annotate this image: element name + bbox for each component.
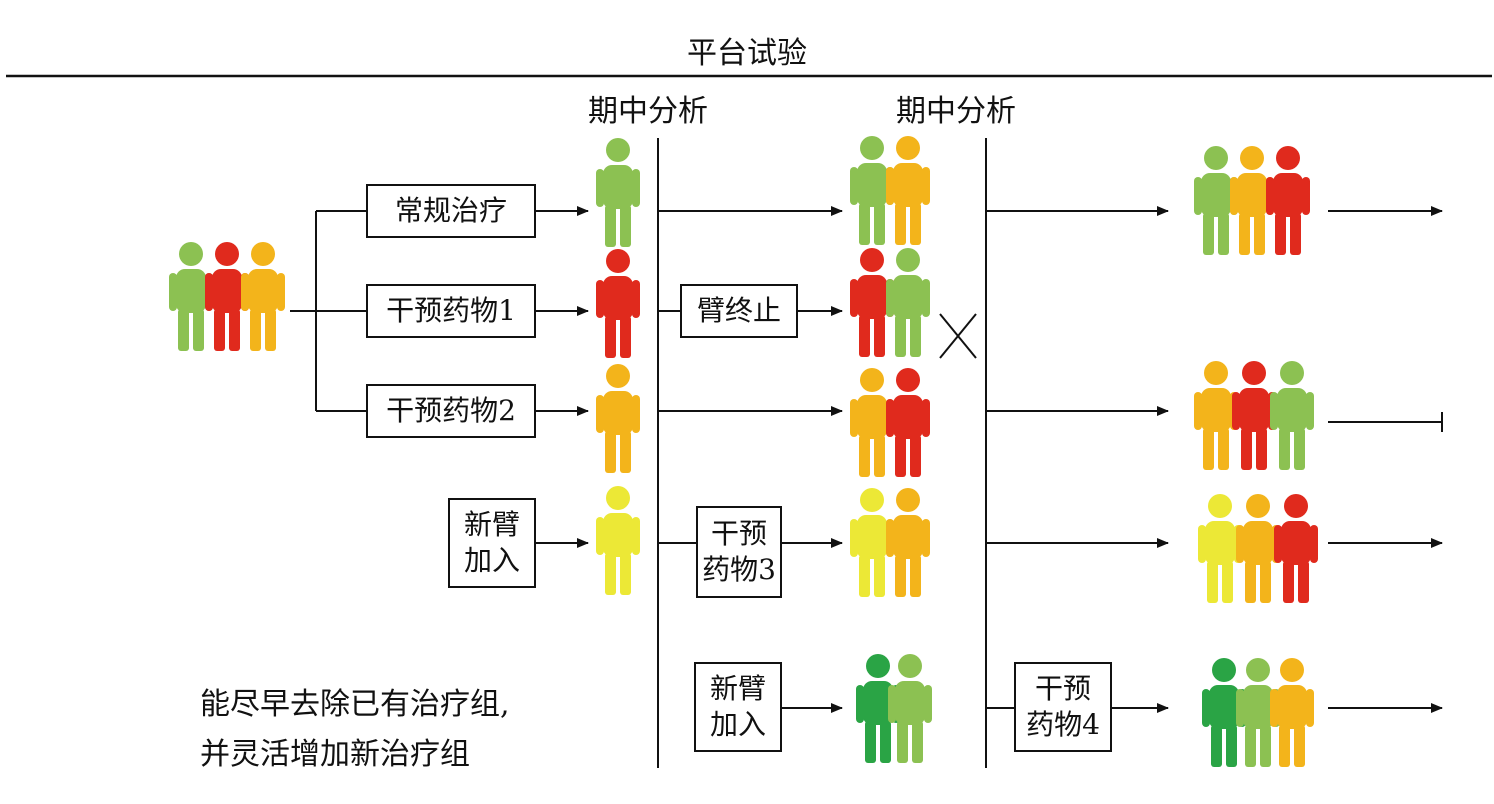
- box-drug4-line2: 药物4: [1026, 708, 1100, 741]
- person-icon: [1232, 361, 1276, 470]
- box-new-arm-b-line2: 加入: [709, 708, 766, 741]
- box-new-arm-a-line1: 新臂: [463, 508, 520, 541]
- summary-note: 能尽早去除已有治疗组, 并灵活增加新治疗组: [200, 680, 510, 780]
- person-icon: [886, 136, 930, 245]
- box-new-arm-b-line1: 新臂: [709, 672, 766, 705]
- person-group-arm2-stage1: [596, 249, 640, 358]
- person-icon: [1194, 146, 1238, 255]
- person-icon: [886, 368, 930, 477]
- person-group-arm1-stage3: [1194, 146, 1310, 255]
- box-drug3: 干预 药物3: [696, 506, 782, 598]
- randomization-branch: [290, 210, 366, 412]
- person-icon: [1270, 658, 1314, 767]
- person-group-arm2-stage2: [850, 248, 930, 357]
- person-icon: [596, 486, 640, 595]
- box-drug1: 干预药物1: [366, 284, 536, 338]
- person-icon: [1194, 361, 1238, 470]
- person-group-arm5-stage2: [856, 654, 932, 763]
- person-icon: [596, 364, 640, 473]
- person-group-arm4-stage1: [596, 486, 640, 595]
- person-group-arm5-stage3: [1202, 658, 1314, 767]
- person-icon: [169, 242, 213, 351]
- person-icon: [596, 138, 640, 247]
- person-icon: [886, 248, 930, 357]
- person-icon: [1270, 361, 1314, 470]
- person-icon: [241, 242, 285, 351]
- box-arm-stop: 臂终止: [680, 284, 798, 338]
- person-icon: [1236, 494, 1280, 603]
- person-icon: [888, 654, 932, 763]
- person-group-start-group: [169, 242, 285, 351]
- person-icon: [886, 488, 930, 597]
- flow-arrows: [536, 206, 1443, 713]
- summary-note-line2: 并灵活增加新治疗组: [200, 737, 470, 772]
- box-drug4: 干预 药物4: [1014, 662, 1112, 752]
- person-icon: [850, 136, 894, 245]
- person-icon: [850, 488, 894, 597]
- box-drug4-line1: 干预: [1034, 672, 1091, 705]
- person-group-arm3-stage1: [596, 364, 640, 473]
- summary-note-line1: 能尽早去除已有治疗组,: [200, 687, 510, 722]
- person-group-arm4-stage3: [1198, 494, 1318, 603]
- box-drug3-line2: 药物3: [702, 553, 776, 586]
- person-group-arm1-stage2: [850, 136, 930, 245]
- arm-termination-x-icon: [939, 313, 977, 359]
- person-icon: [1274, 494, 1318, 603]
- people-figures: [169, 136, 1318, 767]
- person-group-arm1-stage1: [596, 138, 640, 247]
- box-standard-care: 常规治疗: [366, 184, 536, 238]
- person-group-arm4-stage2: [850, 488, 930, 597]
- interim-analysis-label-2: 期中分析: [896, 94, 1016, 129]
- person-group-arm3-stage3: [1194, 361, 1314, 470]
- box-new-arm-a-line2: 加入: [463, 544, 520, 577]
- box-drug3-line1: 干预: [710, 517, 767, 550]
- interim-analysis-label-1: 期中分析: [588, 94, 708, 129]
- diagram-title: 平台试验: [687, 36, 807, 71]
- box-new-arm-a: 新臂 加入: [448, 498, 536, 588]
- box-new-arm-b: 新臂 加入: [694, 662, 782, 752]
- person-icon: [1266, 146, 1310, 255]
- person-icon: [596, 249, 640, 358]
- box-drug2: 干预药物2: [366, 384, 536, 438]
- person-group-arm3-stage2: [850, 368, 930, 477]
- person-icon: [1198, 494, 1242, 603]
